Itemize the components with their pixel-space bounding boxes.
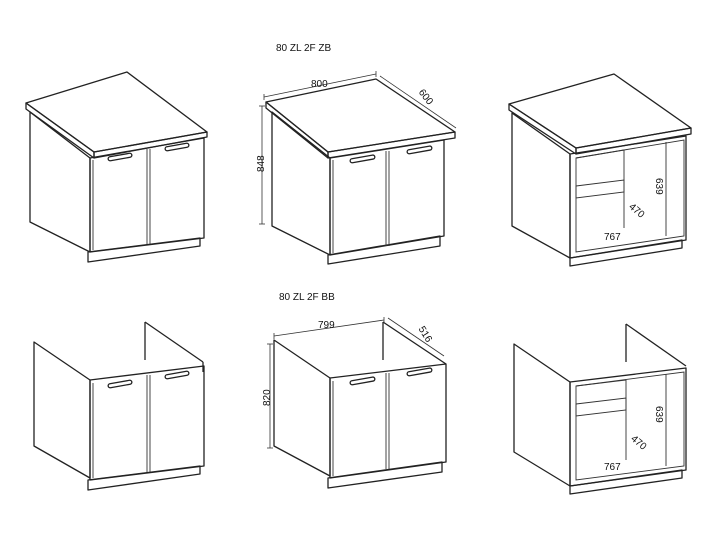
cabinet-top-left [25,71,208,263]
top-depth-label: 600 [416,87,435,107]
cabinet-bottom-left [33,321,205,491]
bottom-opening-width-label: 767 [604,462,621,473]
bottom-depth-label: 516 [416,325,434,345]
top-opening-height-label: 639 [653,178,664,195]
top-row-title: 80 ZL 2F ZB [276,43,332,54]
cabinet-bottom-middle [267,317,447,489]
bottom-width-label: 799 [318,320,335,331]
top-opening-depth-label: 470 [626,201,646,220]
bottom-row-title: 80 ZL 2F BB [279,292,335,303]
bottom-opening-depth-label: 470 [628,433,648,452]
cabinet-top-middle [259,71,457,265]
cabinet-bottom-right [513,323,687,495]
top-opening-width-label: 767 [604,232,621,243]
top-height-label: 848 [256,155,267,172]
top-width-label: 800 [311,79,328,90]
bottom-opening-height-label: 639 [653,406,664,423]
cabinet-top-right [508,73,692,267]
bottom-height-label: 820 [262,389,273,406]
